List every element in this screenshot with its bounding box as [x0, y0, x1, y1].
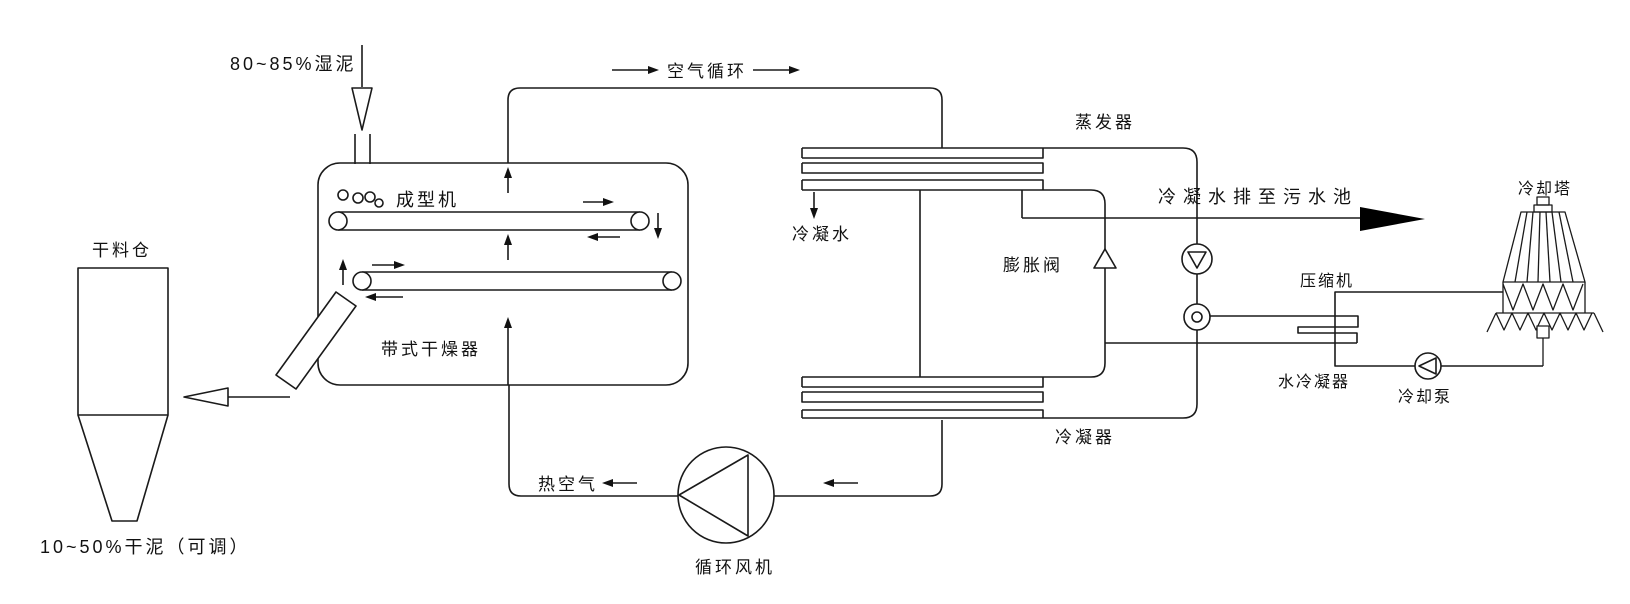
- expansion-valve-icon: [1093, 248, 1117, 269]
- cooling-pump-label: 冷却泵: [1398, 389, 1453, 406]
- wet-sludge-label: 80~85%湿泥: [230, 54, 357, 74]
- top-conveyor-belt: [328, 211, 650, 231]
- water-condenser-label: 水冷凝器: [1278, 374, 1351, 391]
- air-circulation-label: 空气循环: [667, 62, 747, 81]
- wet-sludge-inlet-funnel: [351, 45, 373, 164]
- condenser-label: 冷凝器: [1055, 428, 1115, 447]
- air-circulation-arrow-icon: [612, 66, 800, 74]
- refrigerant-pump-icon: [1181, 243, 1213, 275]
- dry-sludge-label: 10~50%干泥（可调）: [40, 537, 251, 557]
- condensate-drain-line: [1021, 190, 1425, 231]
- evaporator-label: 蒸发器: [1075, 113, 1135, 132]
- drain-arrow-icon: [1360, 207, 1425, 231]
- forming-machine-rollers-icon: [337, 189, 384, 208]
- condensate-arrow-icon: [810, 192, 818, 219]
- cooling-pump-icon: [1414, 352, 1442, 380]
- cooling-water-loop: [1334, 291, 1543, 367]
- silo-feed-arrow-icon: [183, 387, 290, 407]
- expansion-valve-label: 膨胀阀: [1003, 256, 1063, 275]
- belt-dryer-label: 带式干燥器: [381, 340, 481, 359]
- cooling-tower-icon: [1486, 196, 1604, 366]
- belt-dryer-box: [317, 162, 689, 386]
- compressor-label: 压缩机: [1300, 273, 1355, 290]
- air-duct-bottom: [508, 385, 943, 497]
- condenser-coil: [801, 377, 1044, 418]
- compressor-icon: [1183, 303, 1211, 331]
- condensate-label: 冷凝水: [792, 225, 852, 244]
- air-duct-top: [507, 87, 943, 163]
- hot-air-arrow-icon: [602, 479, 858, 487]
- circulation-fan-label: 循环风机: [695, 558, 775, 577]
- water-condenser-coil: [1210, 315, 1359, 343]
- hot-air-label: 热空气: [538, 475, 598, 494]
- expansion-valve-line: [802, 189, 1106, 378]
- circulation-fan-icon: [677, 446, 775, 544]
- evaporator-coil: [801, 148, 1044, 190]
- condensate-drain-label: 冷凝水排至污水池: [1158, 187, 1358, 207]
- dry-silo-label: 干料仓: [92, 241, 152, 260]
- dry-silo: [77, 267, 169, 522]
- dryer-airflow-arrows-icon: [339, 167, 662, 385]
- discharge-chute: [275, 291, 357, 390]
- forming-machine-label: 成型机: [396, 190, 459, 210]
- cooling-tower-label: 冷却塔: [1518, 181, 1573, 198]
- bottom-conveyor-belt: [352, 271, 682, 291]
- refrigerant-outer-loop: [802, 147, 1198, 419]
